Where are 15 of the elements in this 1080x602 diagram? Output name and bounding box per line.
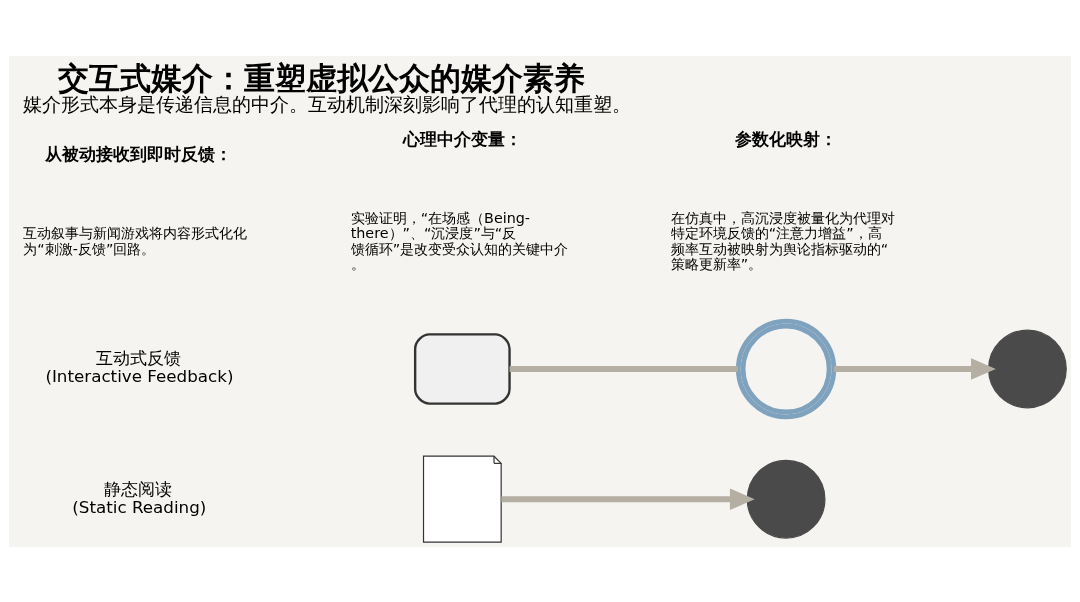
label: 在仿真中，高沉浸度被量化为代理对特定环境反馈的“注意力增益”，高频率互动被映射为舆论指标驱动的“策略更新率”。: [670, 209, 895, 272]
label: 互动叙事与新闻游戏将内容形式化化为“刺激-反馈”回路。: [23, 224, 248, 257]
arrow: [833, 357, 996, 380]
connector: [509, 365, 738, 372]
label: 互动式反馈 (Interactive Feedback): [45, 347, 234, 386]
label: 从被动接收到即时反馈：: [44, 143, 232, 164]
label: 参数化映射：: [734, 128, 837, 149]
node-person: [988, 329, 1067, 408]
label: 心理中介变量：: [402, 128, 522, 149]
label: 静态阅读 (Static Reading): [72, 478, 207, 517]
arrow: [501, 487, 755, 510]
node-tablet: [413, 332, 511, 405]
node-person: [746, 459, 826, 539]
label: 实验证明，“在场感（Being-there）”、“沉浸度”与“反馈循环”是改变受众认知的关键中介。: [350, 209, 569, 272]
node-loop: [735, 318, 837, 419]
